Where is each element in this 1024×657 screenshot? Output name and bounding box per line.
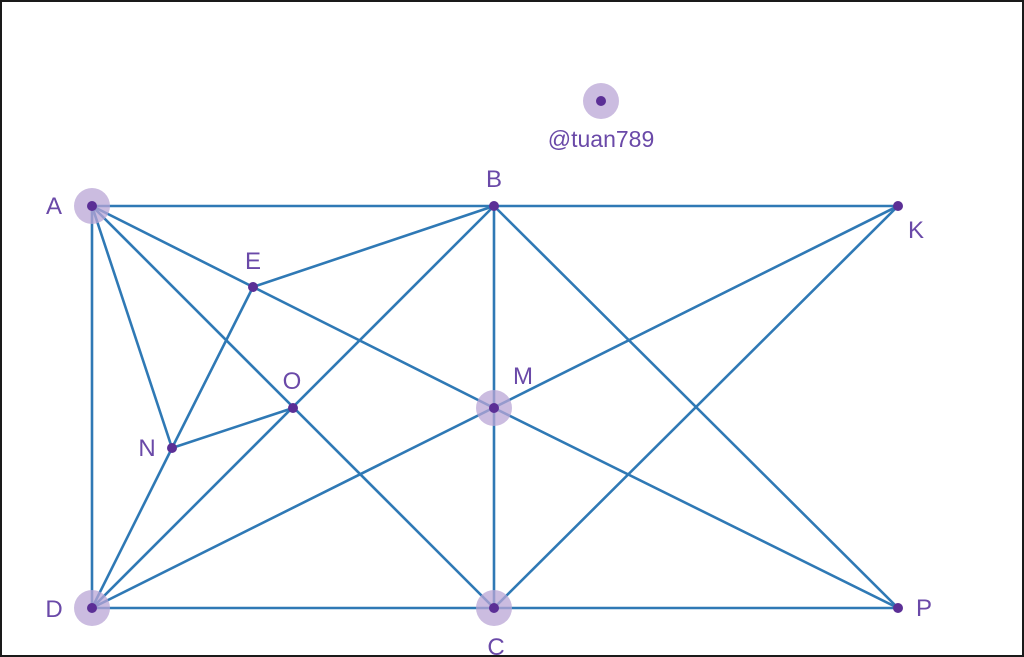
point-p[interactable]: [893, 603, 903, 613]
segment-ne: [170, 285, 255, 450]
points: [87, 201, 903, 613]
segment-kc: [492, 204, 900, 610]
point-label-b: B: [486, 166, 502, 193]
point-label-n: N: [138, 435, 155, 462]
point-m[interactable]: [489, 403, 499, 413]
segment-eb: [251, 204, 496, 289]
point-label-p: P: [916, 595, 932, 622]
point-labels: A B K E O M N D C P: [45, 166, 932, 657]
point-label-e: E: [245, 248, 261, 275]
point-c[interactable]: [489, 603, 499, 613]
segment-an: [90, 204, 174, 450]
point-label-c: C: [487, 634, 504, 657]
point-label-m: M: [513, 363, 533, 390]
segment-no: [170, 406, 295, 450]
point-e[interactable]: [248, 282, 258, 292]
watermark-dot: [596, 96, 606, 106]
point-o[interactable]: [288, 403, 298, 413]
point-label-a: A: [46, 193, 62, 220]
point-label-k: K: [908, 217, 924, 244]
point-a[interactable]: [87, 201, 97, 211]
segment-mp: [492, 406, 900, 610]
point-label-o: O: [283, 368, 302, 395]
watermark: @tuan789: [548, 83, 655, 152]
segment-nd: [90, 446, 174, 610]
segment-am: [90, 204, 496, 410]
watermark-text: @tuan789: [548, 126, 655, 152]
point-k[interactable]: [893, 201, 903, 211]
point-b[interactable]: [489, 201, 499, 211]
point-label-d: D: [45, 596, 62, 623]
point-n[interactable]: [167, 443, 177, 453]
point-d[interactable]: [87, 603, 97, 613]
